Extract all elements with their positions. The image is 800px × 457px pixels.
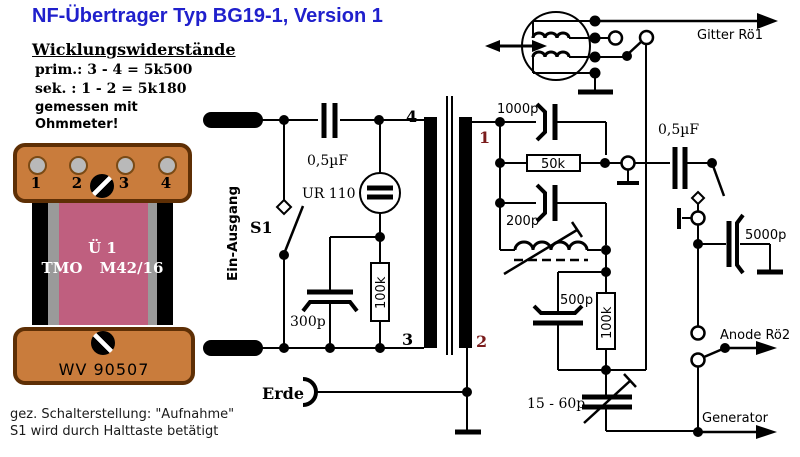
capacitor-output: 0,5µF — [658, 122, 726, 197]
capacitor-input: 0,5µF — [307, 103, 348, 169]
terminal-post-2 — [69, 156, 88, 175]
anode-generator-switch: Anode Rö2 Generator — [690, 244, 790, 439]
winding-note-sek: sek. : 1 - 2 = 5k180 — [35, 81, 187, 97]
pin-label-3: 3 — [402, 330, 413, 349]
terminal-post-1 — [28, 156, 47, 175]
transformer-winding-face — [59, 203, 148, 325]
head-coil-top — [531, 31, 571, 39]
terminal-post-4 — [158, 156, 177, 175]
capacitor-output-label: 0,5µF — [658, 122, 699, 138]
capacitor-500p-label: 500p — [560, 293, 593, 308]
input-plug-bottom — [203, 340, 263, 356]
resistor-100k-left-label: 100k — [374, 276, 389, 309]
terminal-number-3: 3 — [118, 174, 130, 192]
resistor-100k-right-label: 100k — [600, 306, 615, 339]
terminal-number-2: 2 — [71, 174, 83, 192]
winding-note-heading: Wicklungswiderstände — [32, 40, 236, 59]
transformer-name-label: Ü 1 — [88, 239, 117, 257]
capacitor-5000p-label: 5000p — [745, 228, 786, 243]
earth-label: Erde — [262, 384, 304, 403]
switch-s1-label: S1 — [250, 218, 273, 237]
capacitor-500p: 500p — [532, 271, 606, 370]
capacitor-1000p: 1000p — [497, 102, 607, 155]
primary-winding-bar — [424, 117, 437, 348]
generator-label: Generator — [702, 411, 769, 426]
pin-label-1: 1 — [479, 128, 490, 147]
output-section: 0,5µF 5000p — [658, 122, 790, 439]
output-switch-lever — [710, 162, 726, 197]
capacitor-200p-label: 200p — [506, 214, 539, 229]
gitter-label: Gitter Rö1 — [697, 28, 763, 43]
terminal-number-4: 4 — [160, 174, 172, 192]
winding-note-measured-2: Ohmmeter! — [35, 117, 119, 132]
capacitor-15-60p-label: 15 - 60p — [527, 396, 585, 412]
winding-note-prim: prim.: 3 - 4 = 5k500 — [35, 62, 193, 78]
gitter-arrow-icon — [757, 13, 778, 29]
winding-note-measured-1: gemessen mit — [35, 100, 138, 115]
terminal-number-1: 1 — [30, 174, 42, 192]
resistor-100k-left: 100k — [370, 262, 390, 348]
anode-arrow-icon — [756, 341, 777, 355]
variable-inductor — [500, 221, 601, 276]
screw-icon — [90, 174, 114, 198]
transformer-type-label: TMO M42/16 — [41, 259, 164, 277]
capacitor-input-label: 0,5µF — [307, 153, 348, 169]
terminal-post-3 — [116, 156, 135, 175]
ground-jack — [605, 155, 670, 185]
output-jack-contacts — [677, 190, 706, 240]
input-plug-top — [203, 112, 263, 128]
transformer-side-strip — [148, 203, 157, 325]
head-connector: Gitter Rö1 — [485, 11, 778, 371]
generator-arrow-icon — [756, 425, 777, 439]
input-label: Ein-Ausgang — [225, 186, 241, 281]
transformer-base-label: WV 90507 — [58, 360, 150, 379]
screw-icon — [91, 331, 115, 355]
pin-label-4: 4 — [406, 107, 417, 126]
transformer-terminal-board: 1 2 3 4 — [13, 143, 192, 203]
pin-label-2: 2 — [476, 332, 487, 351]
switch-s1-contact — [275, 198, 293, 216]
footer-note-1: gez. Schalterstellung: "Aufnahme" — [10, 407, 235, 422]
insert-arrow-icon — [485, 40, 500, 52]
resistor-50k-label: 50k — [541, 157, 566, 172]
earth-section: Erde — [262, 348, 481, 435]
capacitor-200p: 200p — [500, 183, 607, 245]
capacitor-15-60p: 15 - 60p — [527, 370, 698, 432]
capacitor-300p: 300p — [290, 236, 380, 348]
resistor-50k: 50k — [500, 154, 605, 172]
footer-note-2: S1 wird durch Halttaste betätigt — [10, 424, 219, 439]
transformer-symbol: 4 3 1 2 — [402, 96, 490, 355]
anode-label: Anode Rö2 — [720, 328, 790, 343]
switch-s1-lever — [282, 205, 305, 255]
head-coil-bottom — [531, 50, 571, 58]
insert-arrow-icon — [532, 40, 547, 52]
switch-s1: S1 — [250, 120, 305, 348]
secondary-winding-bar — [459, 117, 472, 348]
input-section: Ein-Ausgang 0,5µF S1 UR 110 — [203, 103, 424, 356]
transformer-side-strip — [48, 203, 59, 325]
secondary-network: 1000p 50k 200p — [472, 102, 698, 432]
capacitor-300p-label: 300p — [290, 314, 326, 330]
capacitor-1000p-label: 1000p — [497, 102, 538, 117]
transformer-photo-body: Ü 1 TMO M42/16 — [32, 203, 173, 325]
transformer-base: WV 90507 — [13, 327, 195, 385]
capacitor-5000p: 5000p — [698, 213, 786, 275]
tube-ur110: UR 110 — [302, 120, 401, 263]
page-title: NF-Übertrager Typ BG19-1, Version 1 — [32, 5, 383, 27]
tube-label: UR 110 — [302, 186, 356, 202]
